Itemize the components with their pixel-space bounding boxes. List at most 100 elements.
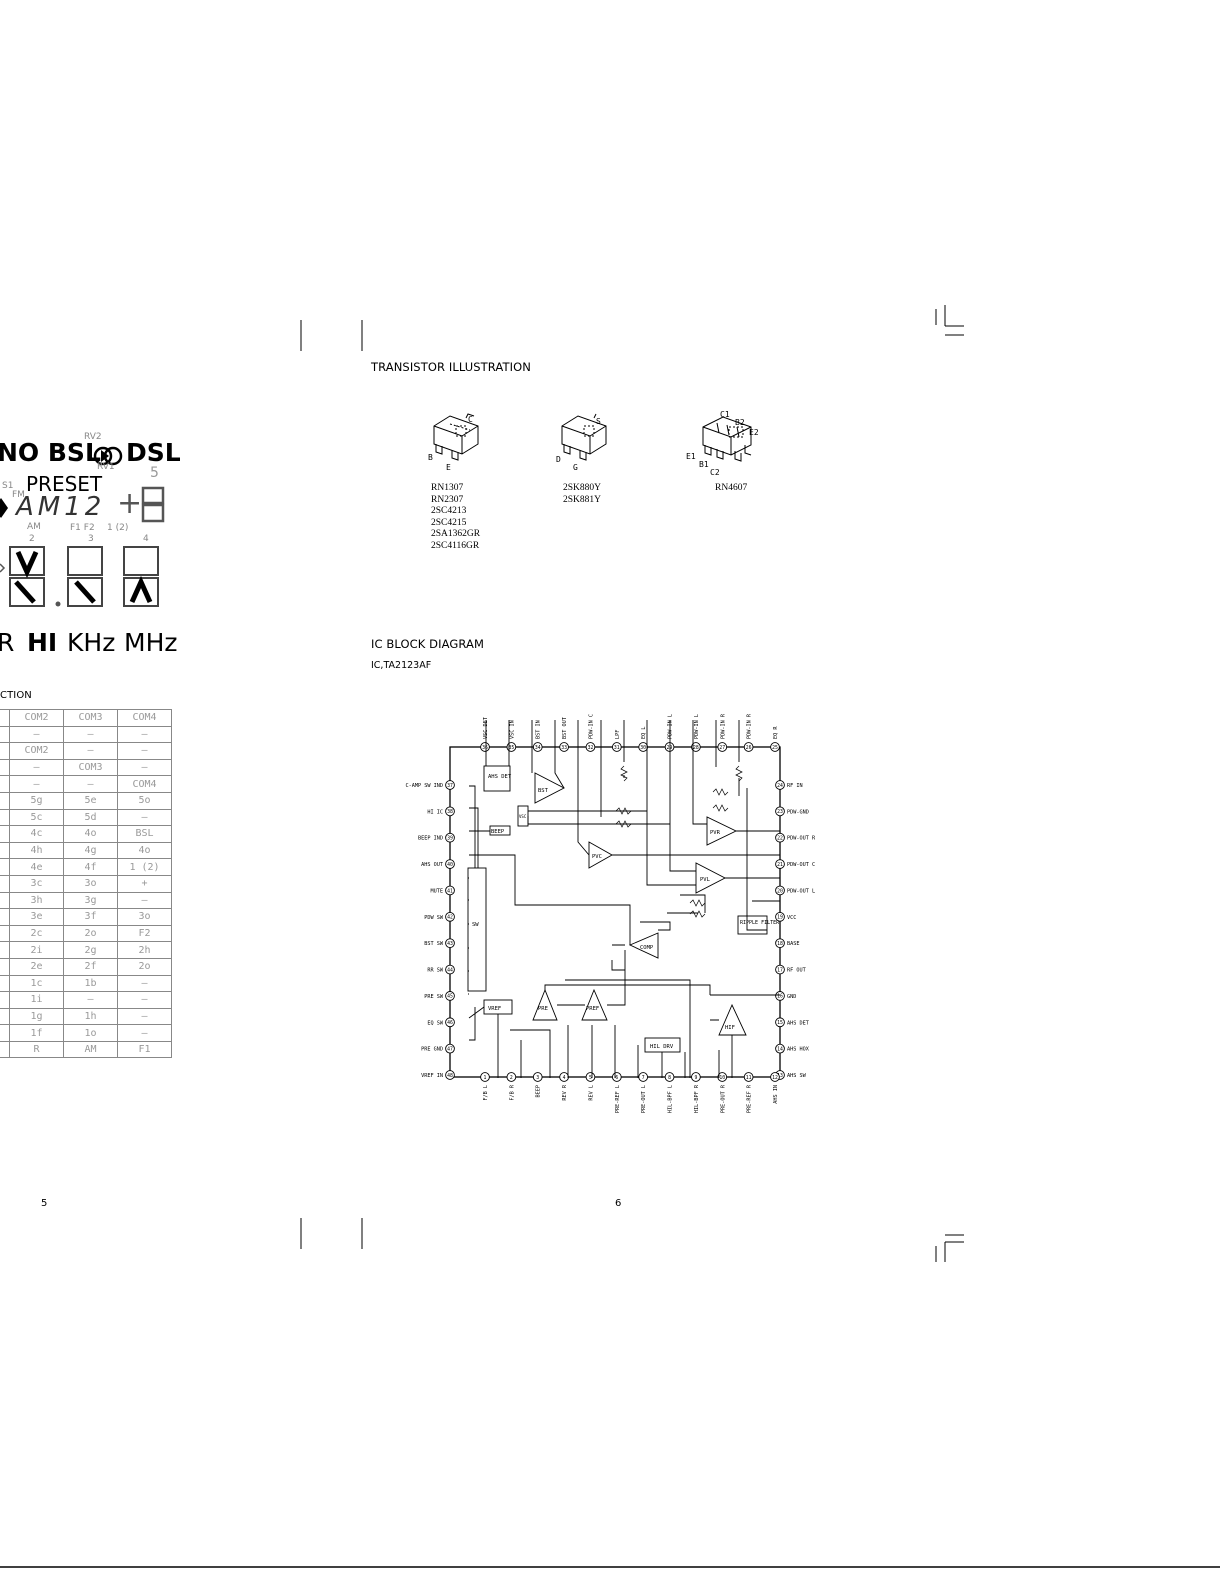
table-cell (0, 924, 10, 943)
table-cell: 2o (117, 957, 172, 976)
ic-pin (775, 859, 785, 869)
ic-pin (445, 832, 455, 843)
ic-pin-label: PRE-OUT L (641, 1085, 647, 1113)
table-cell (0, 908, 10, 926)
ic-pin-label: EQ R (773, 726, 779, 739)
table-cell: — (117, 808, 172, 827)
block-label: PREF (586, 1006, 599, 1012)
dolby-icon (93, 444, 123, 468)
ic-pin-number: 47 (447, 1046, 453, 1052)
ic-pin-label: PRE GND (421, 1047, 443, 1053)
lcd-am: AM (27, 522, 41, 532)
table-cell: 5e (63, 791, 118, 810)
ic-pin-number: 3 (536, 1075, 539, 1081)
lcd-band-chars: AM12 (16, 492, 106, 522)
table-cell: — (63, 725, 118, 744)
ic-pin-number: 15 (777, 1020, 783, 1026)
table-cell: 5d (63, 808, 118, 827)
table-cell: 4h (9, 841, 64, 860)
ic-pin-number: 42 (447, 915, 453, 921)
table-cell: 3e (9, 908, 64, 926)
ic-pin (664, 1072, 675, 1082)
ic-pin-label: PDW-OUT R (787, 836, 816, 842)
ic-pin-label: GND (787, 994, 796, 1000)
ic-pin (480, 1072, 490, 1082)
ic-pin-label: PRE-REF L (615, 1085, 621, 1113)
table-cell: R (9, 1040, 64, 1059)
lcd-f1f2: F1 F2 (70, 523, 95, 533)
lcd-r: R (0, 628, 15, 657)
ic-pin-label: HIL-BPF L (668, 1085, 674, 1113)
table-cell: 4o (63, 825, 118, 843)
ic-pin-label: BEEP IND (418, 836, 443, 842)
block-label: SW (472, 922, 479, 928)
ic-block-subtitle: IC,TA2123AF (371, 660, 432, 671)
pin-label-e2: E2 (749, 428, 759, 437)
pin-label-b2: B2 (735, 418, 745, 427)
ic-pin-label: AHS DET (787, 1020, 809, 1026)
table-cell: 1c (9, 974, 64, 993)
table-cell: 1o (63, 1024, 118, 1042)
block-label: PRE (538, 1006, 548, 1012)
lcd-digit-num-2: 2 (29, 534, 35, 544)
ic-pin-number: 23 (777, 809, 783, 815)
table-cell: COM4 (117, 775, 172, 793)
table-cell: 4g (63, 841, 118, 860)
table-cell (0, 974, 10, 993)
ic-pin (775, 964, 785, 975)
table-cell: 4e (9, 858, 64, 876)
table-cell (0, 941, 10, 959)
part-number: RN2307 (431, 494, 464, 505)
table-cell: — (117, 758, 172, 777)
ic-pin-number: 7 (642, 1075, 645, 1081)
ic-pin-number: 19 (777, 915, 783, 921)
table-cell: 1i (9, 991, 64, 1009)
table-cell (0, 825, 10, 843)
table-cell: COM3 (63, 758, 118, 777)
ic-pin (585, 1072, 596, 1082)
ic-pin-number: 48 (447, 1073, 453, 1079)
lcd-fm: FM (12, 490, 25, 500)
ic-pin-label: RR SW (427, 968, 443, 974)
table-cell (0, 874, 10, 893)
ic-pin (445, 964, 455, 975)
ic-pin-label: AHS HOX (787, 1047, 810, 1053)
lcd-hi: HI (27, 628, 58, 657)
page-number-left: 5 (41, 1198, 48, 1209)
ic-pin-label: PDW-IN L (668, 714, 674, 739)
table-cell: — (117, 742, 172, 760)
ic-pin (664, 742, 675, 752)
ic-pin (775, 1043, 785, 1054)
ic-pin-label: MUTE (431, 888, 444, 894)
table-cell: — (63, 991, 118, 1009)
lcd-rv1: RV1 (97, 462, 115, 472)
table-cell: 2i (9, 941, 64, 959)
block-label: AHS DET (488, 774, 512, 780)
table-cell: 2h (117, 941, 172, 959)
table-cell: 3o (117, 908, 172, 926)
ic-pin-number: 25 (772, 745, 778, 751)
table-cell: — (117, 991, 172, 1009)
ic-pin (445, 938, 455, 949)
ic-pin (717, 1072, 728, 1082)
ic-pin-label: PRE SW (424, 994, 444, 1000)
transistor-title: TRANSISTOR ILLUSTRATION (371, 360, 531, 374)
block-label: RIPPLE FILTER (740, 920, 780, 926)
ic-pin (445, 806, 455, 817)
ic-pin (717, 742, 728, 752)
ic-pin-label: PRE-REF R (747, 1084, 753, 1113)
ic-pin-number: 6 (615, 1075, 618, 1081)
part-number: 2SK880Y (563, 483, 602, 493)
lcd-digit-num-3: 3 (88, 534, 94, 544)
table-cell: AM (63, 1040, 118, 1059)
ic-pin-number: 33 (561, 745, 567, 751)
lcd-12: 1 (2) (107, 523, 129, 533)
table-cell: 1g (9, 1007, 64, 1026)
ic-pin-label: PDW-OUT C (787, 862, 815, 868)
ic-pin (445, 885, 455, 896)
ic-pin-label: PDW-IN R (720, 713, 726, 739)
